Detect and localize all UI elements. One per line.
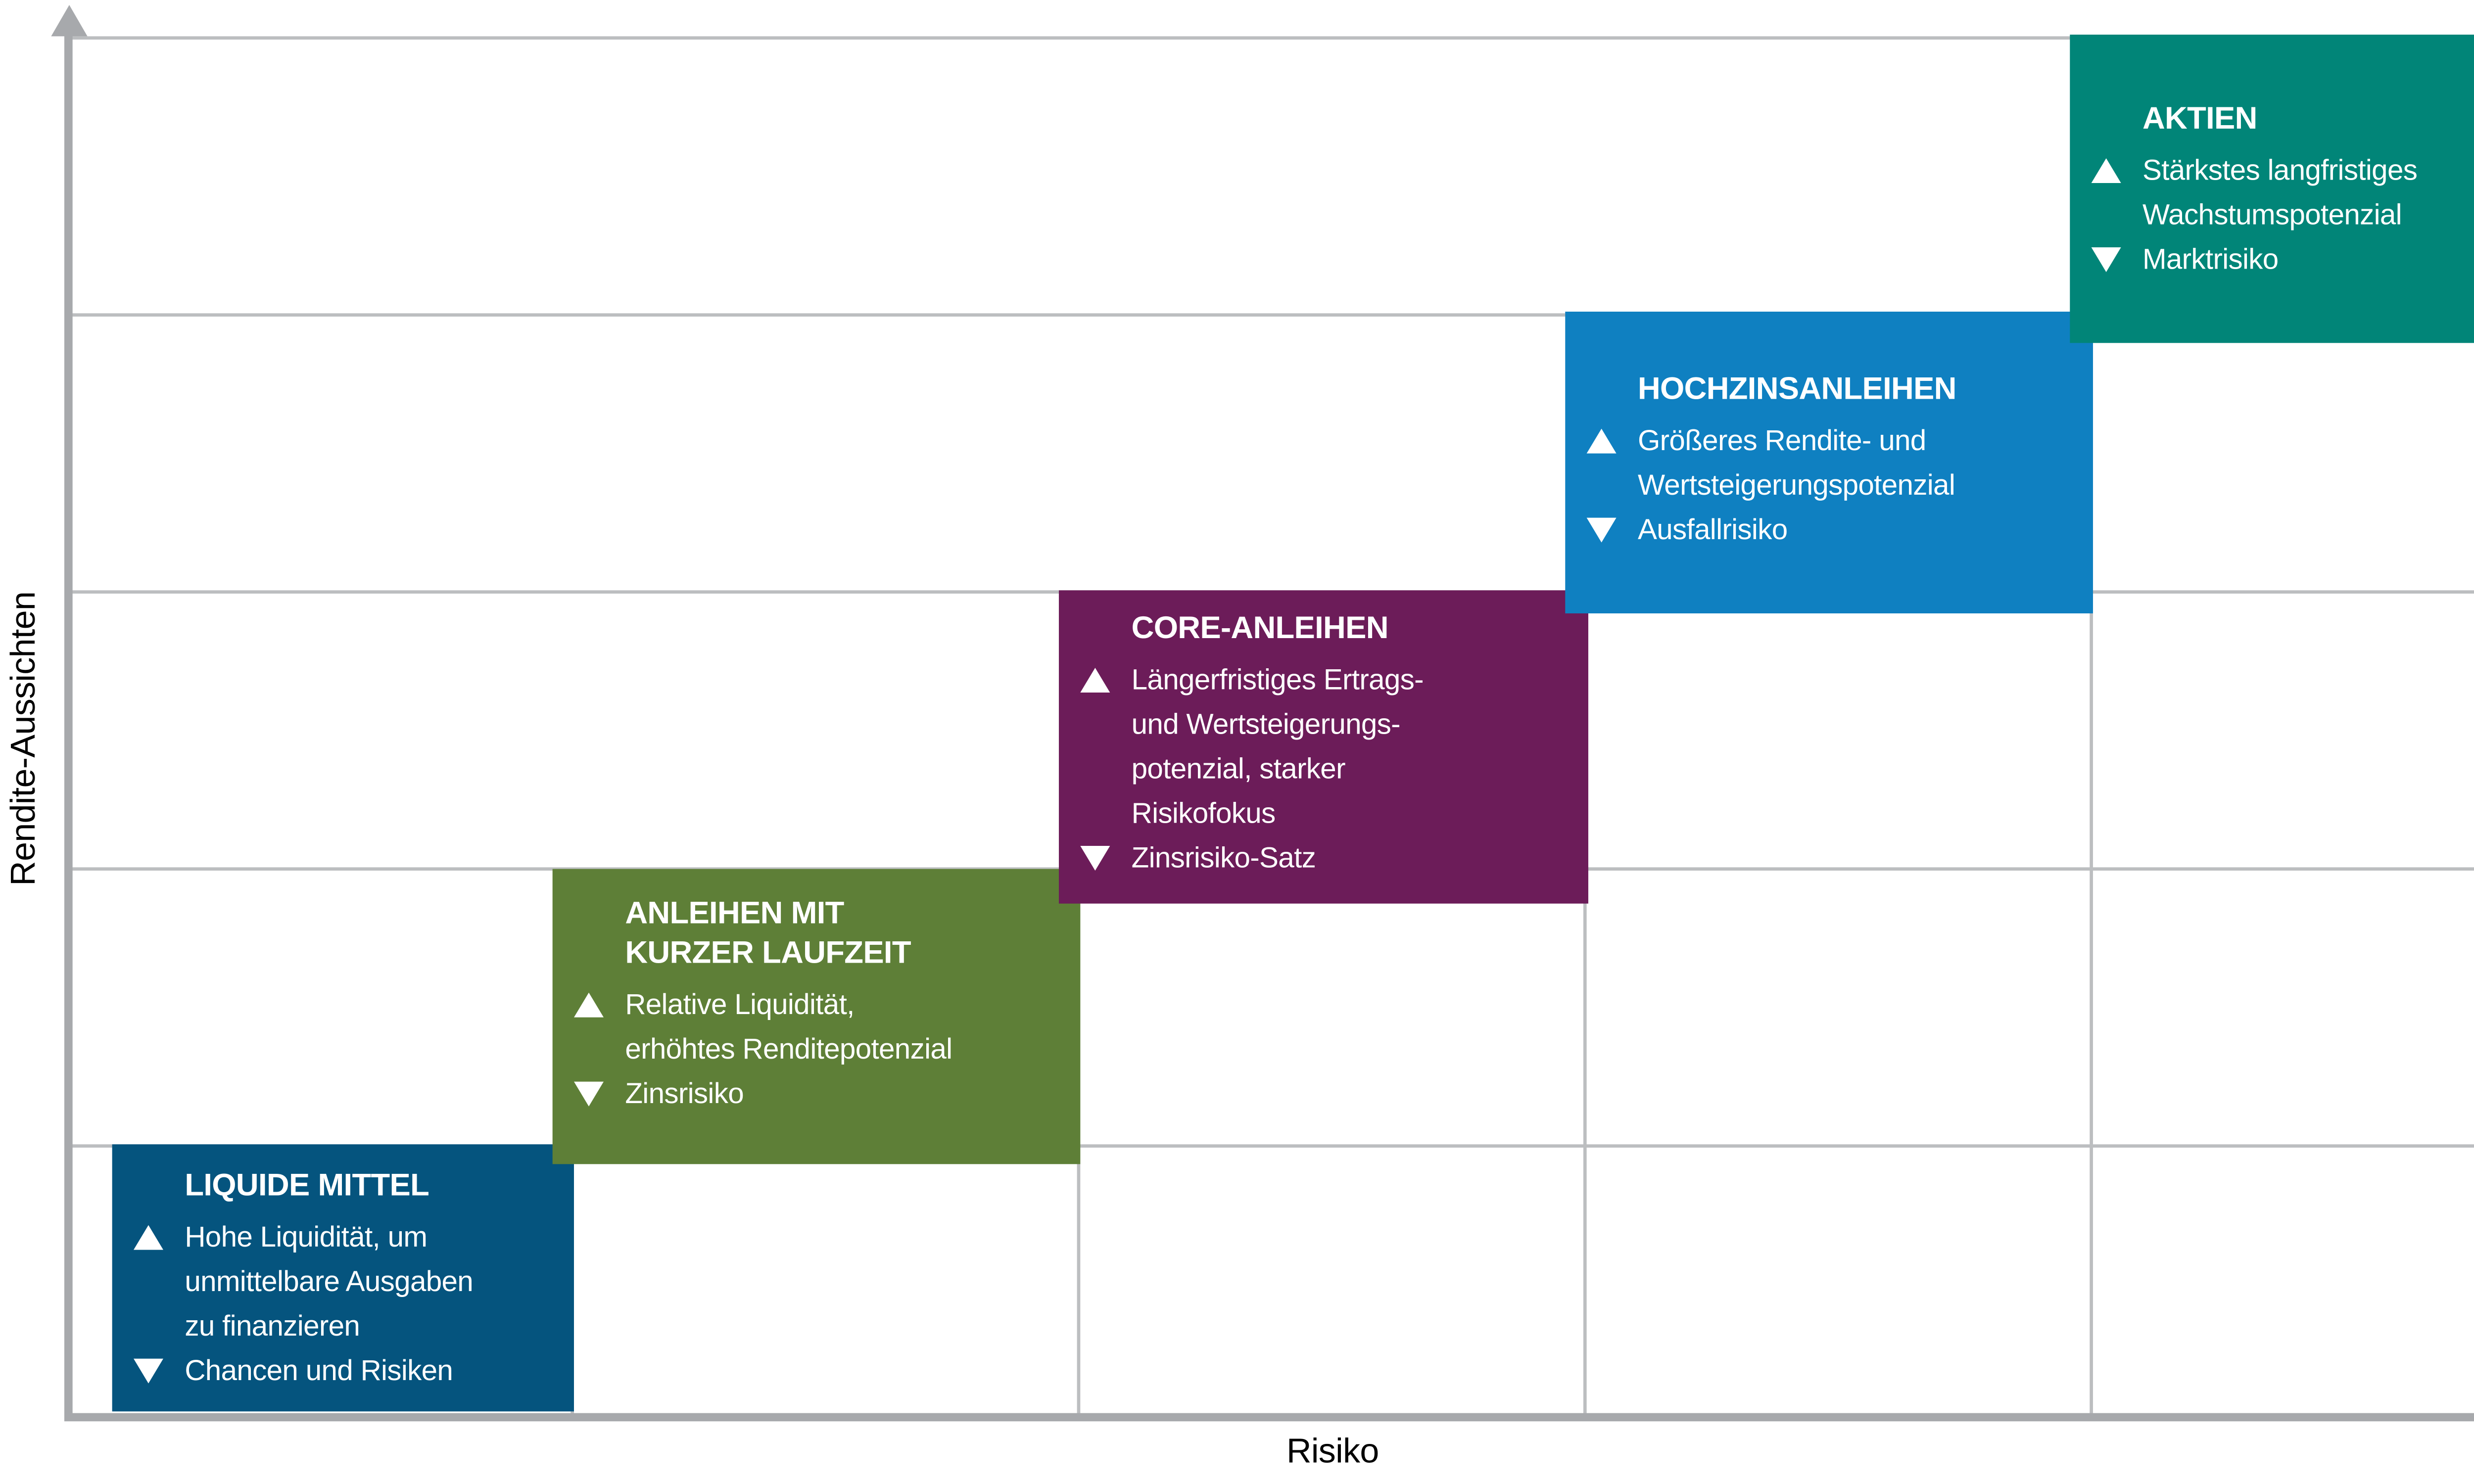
asset-box-pro-text: Längerfristiges Ertrags- und Wertsteiger… xyxy=(1131,662,1424,830)
asset-box-con-text: Zinsrisiko xyxy=(625,1076,744,1110)
asset-box-con-text: Zinsrisiko-Satz xyxy=(1131,840,1316,874)
x-axis-label: Risiko xyxy=(1286,1433,1379,1471)
asset-box-title: AKTIEN xyxy=(2142,102,2257,137)
gridline-horizontal-row-2 xyxy=(67,313,2474,317)
asset-box-pro-row: Relative Liquidität, erhöhtes Renditepot… xyxy=(569,983,1070,1072)
asset-box-pro-text: Stärkstes langfristiges Wachstumspotenzi… xyxy=(2142,153,2418,231)
up-triangle-icon xyxy=(569,983,625,1018)
asset-box-con-row: Zinsrisiko xyxy=(569,1072,1070,1116)
asset-box-con-row: Marktrisiko xyxy=(2087,237,2474,282)
asset-box-pro-row: Stärkstes langfristiges Wachstumspotenzi… xyxy=(2087,148,2474,237)
y-axis-label: Rendite-Aussichten xyxy=(4,591,43,886)
asset-box-anleihen-mit-kurzer-laufzeit: ANLEIHEN MIT KURZER LAUFZEIT Relative Li… xyxy=(552,869,1081,1164)
up-triangle-icon xyxy=(1582,419,1638,454)
asset-box-pro-text: Relative Liquidität, erhöhtes Renditepot… xyxy=(625,987,952,1066)
asset-box-con-text: Chancen und Risiken xyxy=(185,1353,453,1387)
y-axis-line xyxy=(64,23,73,1418)
down-triangle-icon xyxy=(1582,508,1638,543)
asset-box-aktien: AKTIEN Stärkstes langfristiges Wachstums… xyxy=(2070,34,2474,343)
asset-box-con-row: Ausfallrisiko xyxy=(1582,508,2083,553)
asset-box-con-row: Chancen und Risiken xyxy=(129,1349,564,1393)
down-triangle-icon xyxy=(569,1072,625,1107)
gridline-vertical-col-4 xyxy=(2090,311,2093,1418)
up-triangle-icon xyxy=(1075,658,1131,693)
asset-box-hochzinsanleihen: HOCHZINSANLEIHEN Größeres Rendite- und W… xyxy=(1565,311,2093,613)
asset-box-title: CORE-ANLEIHEN xyxy=(1131,611,1389,647)
gridline-vertical-col-3 xyxy=(1583,590,1587,1418)
down-triangle-icon xyxy=(2087,237,2142,272)
down-triangle-icon xyxy=(1075,836,1131,871)
asset-box-liquide-mittel: LIQUIDE MITTEL Hohe Liquidität, um unmit… xyxy=(112,1144,574,1412)
down-triangle-icon xyxy=(129,1349,185,1384)
x-axis-line xyxy=(64,1413,2474,1422)
y-axis-arrow-icon xyxy=(51,4,88,37)
gridline-horizontal-row-1 xyxy=(67,36,2474,40)
asset-box-con-row: Zinsrisiko-Satz xyxy=(1075,836,1578,881)
asset-box-con-text: Ausfallrisiko xyxy=(1637,512,1788,546)
asset-box-pro-row: Hohe Liquidität, um unmittelbare Ausgabe… xyxy=(129,1215,564,1349)
asset-box-pro-row: Längerfristiges Ertrags- und Wertsteiger… xyxy=(1075,658,1578,836)
asset-box-pro-text: Größeres Rendite- und Wertsteigerungspot… xyxy=(1637,423,1955,502)
asset-box-title: ANLEIHEN MIT KURZER LAUFZEIT xyxy=(625,897,911,972)
asset-box-pro-text: Hohe Liquidität, um unmittelbare Ausgabe… xyxy=(185,1220,474,1343)
asset-box-core-anleihen: CORE-ANLEIHEN Längerfristiges Ertrags- u… xyxy=(1058,590,1588,904)
asset-box-con-text: Marktrisiko xyxy=(2142,242,2279,276)
asset-box-title: LIQUIDE MITTEL xyxy=(185,1169,429,1204)
gridline-horizontal-row-5 xyxy=(67,1144,2474,1148)
up-triangle-icon xyxy=(2087,148,2142,183)
asset-box-title: HOCHZINSANLEIHEN xyxy=(1637,372,1956,408)
asset-box-pro-row: Größeres Rendite- und Wertsteigerungspot… xyxy=(1582,419,2083,508)
up-triangle-icon xyxy=(129,1215,185,1250)
